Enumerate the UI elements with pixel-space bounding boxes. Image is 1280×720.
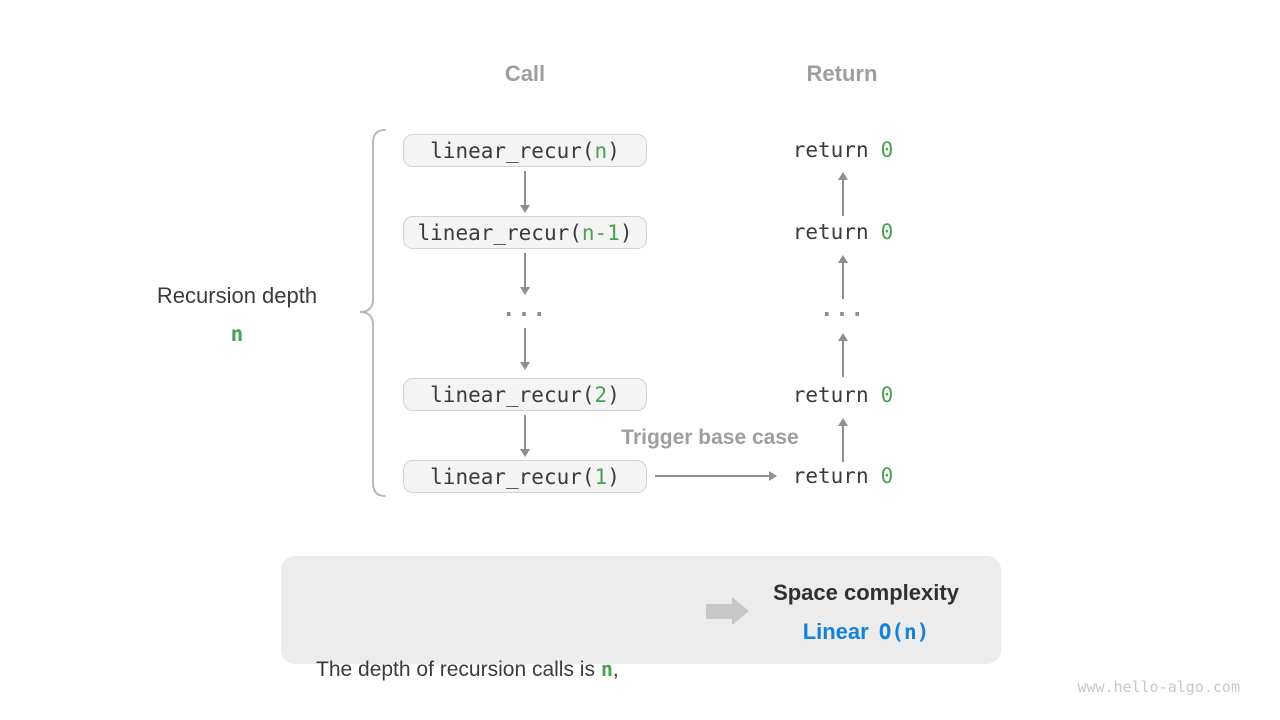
watermark: www.hello-algo.com — [1077, 678, 1240, 696]
arrow-down-icon — [520, 253, 530, 295]
code-arg: 2 — [594, 382, 608, 407]
return-keyword: return — [792, 383, 869, 407]
code-text: linear_recur( — [430, 382, 595, 407]
return-keyword: return — [792, 220, 869, 244]
code-arg: n — [594, 138, 608, 163]
call-frame-box-1: linear_recur(1) — [403, 460, 647, 493]
recursion-depth-brace-icon — [359, 129, 386, 497]
trigger-base-case-label: Trigger base case — [621, 426, 799, 449]
return-value: 0 — [880, 138, 894, 162]
return-keyword: return — [792, 138, 869, 162]
summary-arg-n: n — [600, 657, 613, 681]
arrow-down-icon — [520, 328, 530, 370]
return-statement: return 0 — [783, 463, 903, 489]
arrow-up-icon — [838, 333, 848, 377]
complexity-code: O(n) — [878, 620, 930, 644]
block-arrow-icon — [706, 604, 732, 619]
return-statement: return 0 — [783, 137, 903, 163]
summary-line-1: The depth of recursion calls is n, — [316, 657, 619, 681]
space-complexity-value: Linear O(n) — [746, 619, 986, 645]
arrow-right-icon — [655, 471, 777, 481]
return-value: 0 — [880, 464, 894, 488]
return-statement: return 0 — [783, 382, 903, 408]
arrow-down-icon — [520, 171, 530, 213]
arrow-up-icon — [838, 255, 848, 299]
arrow-up-icon — [838, 172, 848, 216]
return-ellipsis: ... — [820, 297, 866, 322]
code-arg: n-1 — [581, 220, 620, 245]
call-column-header: Call — [504, 61, 546, 86]
code-text: ) — [607, 138, 620, 163]
block-arrow-head-icon — [732, 597, 749, 625]
space-complexity-title: Space complexity — [773, 580, 959, 605]
call-frame-box-n: linear_recur(n) — [403, 134, 647, 167]
code-arg: 1 — [594, 464, 608, 489]
arrow-up-icon — [838, 418, 848, 462]
summary-panel — [281, 556, 1001, 664]
code-text: ) — [607, 382, 620, 407]
code-text: linear_recur( — [430, 138, 595, 163]
return-value: 0 — [880, 383, 894, 407]
summary-text: The depth of recursion calls is n, using… — [316, 572, 619, 720]
complexity-word: Linear — [802, 619, 869, 644]
recursion-depth-value: n — [230, 322, 244, 346]
code-text: linear_recur( — [417, 220, 582, 245]
arrow-down-icon — [520, 415, 530, 457]
code-text: ) — [607, 464, 620, 489]
return-keyword: return — [792, 464, 869, 488]
call-frame-box-2: linear_recur(2) — [403, 378, 647, 411]
return-column-header: Return — [806, 61, 878, 86]
call-frame-box-n-1: linear_recur(n-1) — [403, 216, 647, 249]
return-statement: return 0 — [783, 219, 903, 245]
code-text: linear_recur( — [430, 464, 595, 489]
code-text: ) — [619, 220, 633, 245]
recursion-depth-label: Recursion depth — [156, 283, 318, 308]
call-ellipsis: ... — [502, 297, 548, 322]
return-value: 0 — [880, 220, 894, 244]
